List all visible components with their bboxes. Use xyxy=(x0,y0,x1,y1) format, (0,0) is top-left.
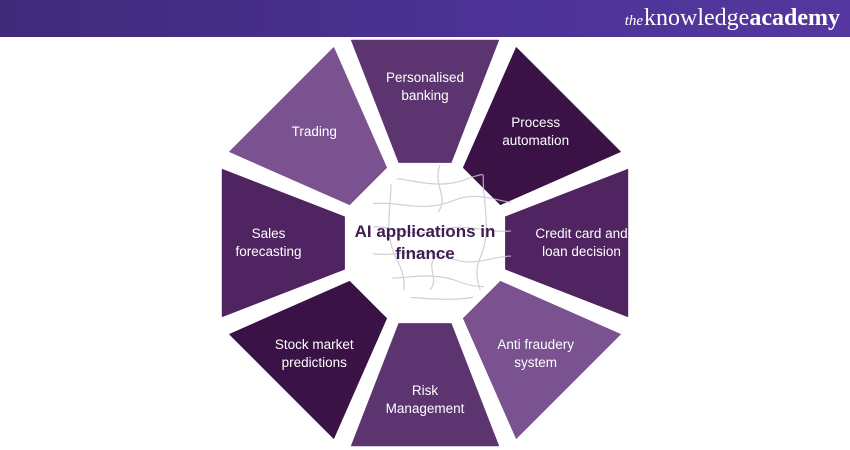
segment-label-2: Process automation xyxy=(502,115,570,149)
segment-8 xyxy=(229,47,387,205)
segment-4 xyxy=(463,281,621,439)
segment-group xyxy=(221,39,629,447)
segment-2 xyxy=(463,47,621,205)
segment-5 xyxy=(351,323,499,447)
segment-label-1: Personalised banking xyxy=(385,69,465,103)
brand-logo: the knowledge academy xyxy=(625,2,840,35)
segment-3 xyxy=(505,169,629,317)
segment-6 xyxy=(229,281,387,439)
brand-knowledge: knowledge xyxy=(644,5,750,31)
header-banner: the knowledge academy xyxy=(0,0,850,37)
segment-label-4: Anti fraudery system xyxy=(497,336,574,370)
segment-label-8: Trading xyxy=(291,124,337,140)
brand-academy: academy xyxy=(749,5,840,31)
segment-label-3: Credit card and loan decision xyxy=(535,226,628,259)
segment-1 xyxy=(351,39,499,163)
segment-label-5: Risk Management xyxy=(385,382,465,416)
segment-label-7: Sales forecasting xyxy=(235,226,302,259)
brand-the: the xyxy=(624,13,644,29)
center-title: AI applications in finance xyxy=(354,222,496,263)
segment-7 xyxy=(221,169,345,317)
segment-label-6: Stock market predictions xyxy=(274,336,354,370)
